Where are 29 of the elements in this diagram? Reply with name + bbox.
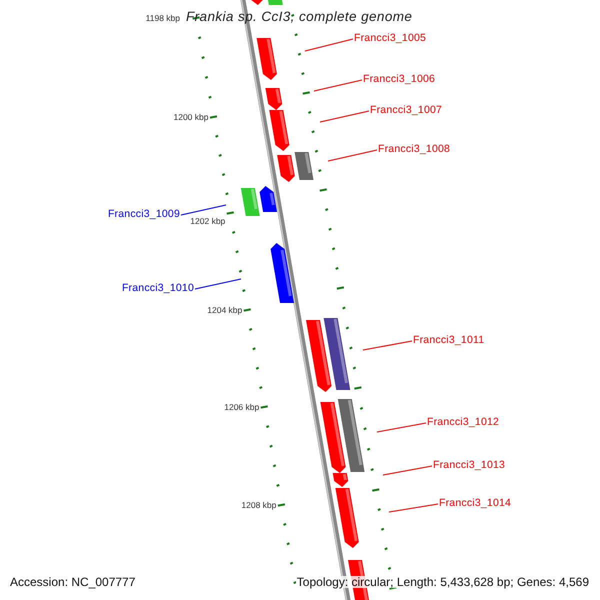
gene-label: Francci3_1007 — [370, 104, 442, 116]
footer-text: Accession: NC_007777 — [9, 576, 136, 588]
gene-label: Francci3_1014 — [439, 497, 512, 509]
gene-label: Francci3_1012 — [427, 416, 500, 428]
gene-label: Francci3_1009 — [108, 208, 180, 220]
gene-label: Francci3_1008 — [378, 143, 450, 155]
gene-label: Francci3_1006 — [363, 73, 436, 85]
leader-line — [328, 150, 378, 162]
scale-label: 1208 kbp — [241, 499, 276, 511]
scale-label: 1202 kbp — [190, 215, 226, 227]
gene-label: Francci3_1011 — [413, 334, 484, 346]
leader-line — [314, 80, 362, 92]
leader-line — [320, 110, 370, 122]
leader-line — [194, 278, 242, 290]
scale-label: 1200 kbp — [174, 111, 208, 123]
gene-label: Francci3_1013 — [433, 459, 506, 471]
footer-text: Topology: circular; Length: 5,433,628 bp; Genes: 4,569 — [296, 576, 590, 588]
gene-label: Francci3_1010 — [122, 282, 194, 294]
scale-label: 1204 kbp — [207, 304, 242, 316]
gene-label: Francci3_1005 — [354, 32, 426, 44]
leader-line — [180, 204, 226, 216]
leader-line — [388, 504, 438, 512]
leader-line — [376, 422, 426, 432]
leader-line — [304, 38, 354, 52]
diagram-title: Frankia sp. CcI3, complete genome — [186, 11, 412, 23]
leader-line — [382, 466, 432, 476]
scale-label: 1198 kbp — [146, 12, 180, 24]
leader-line — [362, 340, 412, 350]
scale-label: 1206 kbp — [224, 401, 260, 413]
